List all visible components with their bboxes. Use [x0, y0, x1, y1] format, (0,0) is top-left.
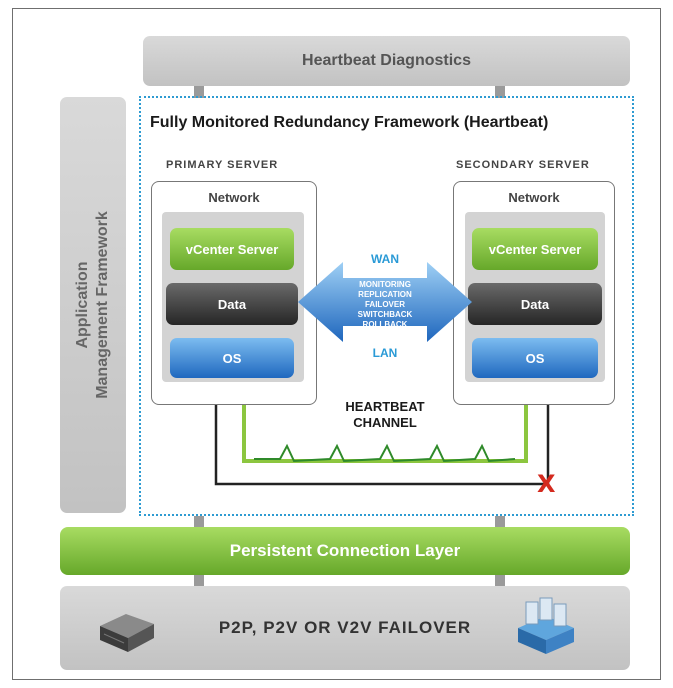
physical-server-icon: [100, 614, 154, 652]
arrow-item-rollback: ROLLBACK: [362, 320, 408, 329]
heartbeat-diagnostics-bar: Heartbeat Diagnostics: [143, 36, 630, 86]
secondary-vcenter-label: vCenter Server: [488, 241, 582, 257]
arrow-item-replication: REPLICATION: [358, 290, 412, 299]
primary-network-label: Network: [208, 190, 260, 205]
secondary-data-label: Data: [520, 296, 550, 312]
connector-mid-right: [495, 516, 505, 528]
primary-data-label: Data: [217, 296, 247, 312]
failover-label: P2P, P2V OR V2V FAILOVER: [218, 618, 472, 637]
primary-data-block: Data: [166, 283, 298, 325]
heartbeat-pulse-wave: [254, 443, 516, 463]
double-arrow-shape: [298, 262, 472, 342]
wan-label: WAN: [371, 252, 399, 266]
primary-vcenter-block: vCenter Server: [170, 228, 294, 270]
arrow-item-switchback: SWITCHBACK: [357, 310, 413, 319]
primary-server-label: PRIMARY SERVER: [166, 159, 279, 171]
secondary-os-label: OS: [525, 350, 545, 366]
primary-os-block: OS: [170, 338, 294, 378]
persistent-connection-layer-label: Persistent Connection Layer: [229, 541, 461, 560]
redundancy-framework-box: [139, 96, 634, 516]
arrow-labels: MONITORING REPLICATION FAILOVER SWITCHBA…: [343, 280, 427, 330]
secondary-server-label: SECONDARY SERVER: [456, 159, 590, 171]
heartbeat-diagnostics-label: Heartbeat Diagnostics: [302, 52, 471, 69]
heartbeat-channel-line: [242, 405, 528, 463]
application-management-framework-bar: Application Management Framework: [60, 97, 126, 513]
secondary-vcenter-block: vCenter Server: [472, 228, 598, 270]
failure-x-mark: X: [537, 470, 556, 498]
heartbeat-line2: CHANNEL: [353, 415, 417, 430]
connector-bottom-right: [495, 575, 505, 587]
secondary-network-label: Network: [508, 190, 560, 205]
connector-bottom-left: [194, 575, 204, 587]
lan-label: LAN: [372, 346, 398, 360]
arrow-item-failover: FAILOVER: [364, 300, 405, 309]
virtual-server-stack-icon: [518, 597, 574, 654]
connector-mid-left: [194, 516, 204, 528]
secondary-os-block: OS: [472, 338, 598, 378]
arrow-item-monitoring: MONITORING: [359, 280, 411, 289]
primary-os-label: OS: [222, 350, 242, 366]
heartbeat-channel-label: HEARTBEAT CHANNEL: [320, 399, 450, 431]
framework-title: Fully Monitored Redundancy Framework (He…: [150, 114, 549, 131]
network-link-line: [214, 405, 550, 486]
secondary-data-block: Data: [468, 283, 602, 325]
primary-vcenter-label: vCenter Server: [185, 241, 279, 257]
connector-top-left: [194, 86, 204, 98]
heartbeat-line1: HEARTBEAT: [345, 399, 425, 414]
persistent-connection-layer-bar: Persistent Connection Layer: [60, 527, 630, 575]
connector-top-right: [495, 86, 505, 98]
